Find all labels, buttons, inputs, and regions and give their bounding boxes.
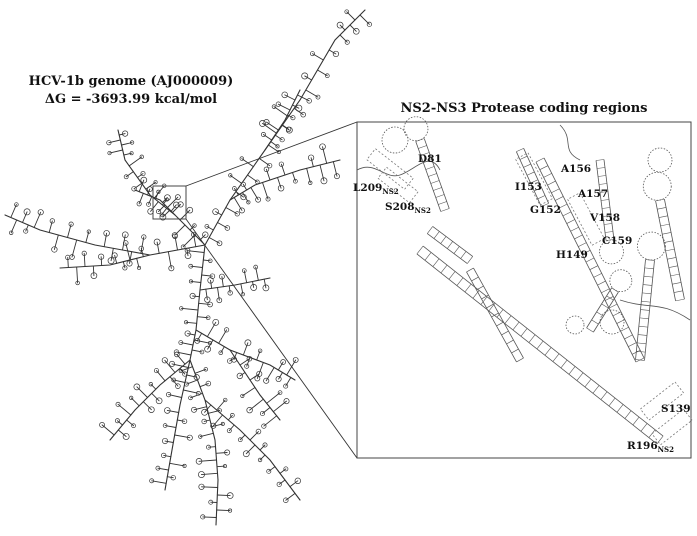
genome-title: HCV-1b genome (AJ000009) bbox=[29, 74, 234, 89]
residue-label-v158: V158 bbox=[589, 212, 620, 224]
residue-label-a156: A156 bbox=[560, 163, 591, 175]
residue-label-g152: G152 bbox=[530, 204, 561, 216]
residue-label-d81: D81 bbox=[418, 153, 442, 165]
genome-secondary-structure bbox=[4, 9, 372, 526]
residue-label-i153: I153 bbox=[515, 181, 542, 193]
inset-panel bbox=[356, 121, 692, 459]
zoom-connector-bottom bbox=[185, 218, 358, 459]
residue-label-r196: R196NS2 bbox=[627, 440, 674, 454]
zoom-region-box bbox=[152, 185, 187, 220]
residue-label-s208: S208NS2 bbox=[385, 201, 431, 215]
zoom-connector-top bbox=[185, 121, 358, 187]
residue-label-a157: A157 bbox=[577, 188, 608, 200]
residue-label-l209: L209NS2 bbox=[353, 182, 399, 196]
free-energy-label: ΔG = -3693.99 kcal/mol bbox=[45, 92, 217, 107]
inset-title: NS2-NS3 Protease coding regions bbox=[401, 101, 648, 116]
highlight-boxes bbox=[366, 148, 693, 446]
residue-label-c159: C159 bbox=[602, 235, 632, 247]
residue-label-h149: H149 bbox=[556, 249, 588, 261]
residue-labels: D81 L209NS2 S208NS2 A156 I153 A157 G152 … bbox=[353, 153, 691, 454]
inset-secondary-structure bbox=[356, 116, 691, 445]
residue-label-s139: S139 bbox=[661, 403, 691, 415]
